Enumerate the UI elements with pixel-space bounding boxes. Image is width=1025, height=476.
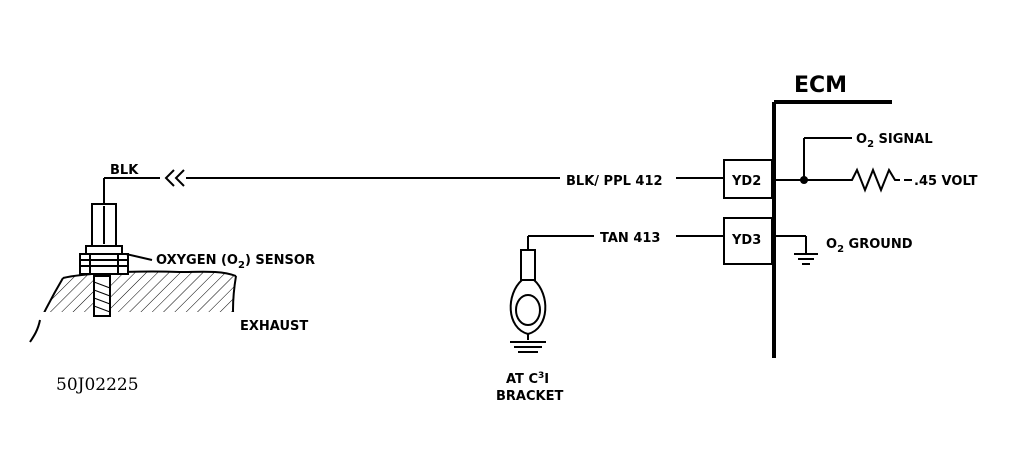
sensor-leader-line <box>125 253 153 261</box>
ecm-ground-symbol-icon <box>774 235 818 265</box>
ring-terminal <box>509 236 547 336</box>
terminal-yd2 <box>723 159 773 199</box>
oxygen-sensor <box>79 178 129 317</box>
signal-wire-label: BLK/ PPL 412 <box>566 174 663 189</box>
exhaust-label: EXHAUST <box>240 319 308 334</box>
o2-ground-label: O2 GROUND <box>826 237 913 255</box>
terminal-yd3 <box>723 217 773 265</box>
terminal-yd2-label: YD2 <box>731 174 761 189</box>
ecm-boundary <box>772 100 892 358</box>
resistor-icon <box>846 167 900 193</box>
sensor-wire-label: BLK <box>110 163 139 178</box>
terminal-yd3-label: YD3 <box>731 233 761 248</box>
bracket-ground-symbol-icon <box>510 334 546 353</box>
o2-signal-label: O2 SIGNAL <box>856 132 933 150</box>
figure-code: 50J02225 <box>56 375 139 395</box>
sensor-name-label: OXYGEN (O2) SENSOR <box>156 253 315 271</box>
bracket-label-line2: BRACKET <box>496 389 563 404</box>
voltage-label: .45 VOLT <box>914 174 978 189</box>
ecm-title: ECM <box>794 73 847 98</box>
bracket-label-line1: AT C3I <box>506 371 549 387</box>
ecm-signal-path <box>774 137 852 184</box>
connector-chevron-icon <box>164 169 185 187</box>
ground-wire-label: TAN 413 <box>600 231 660 246</box>
exhaust-pipe <box>28 270 238 344</box>
